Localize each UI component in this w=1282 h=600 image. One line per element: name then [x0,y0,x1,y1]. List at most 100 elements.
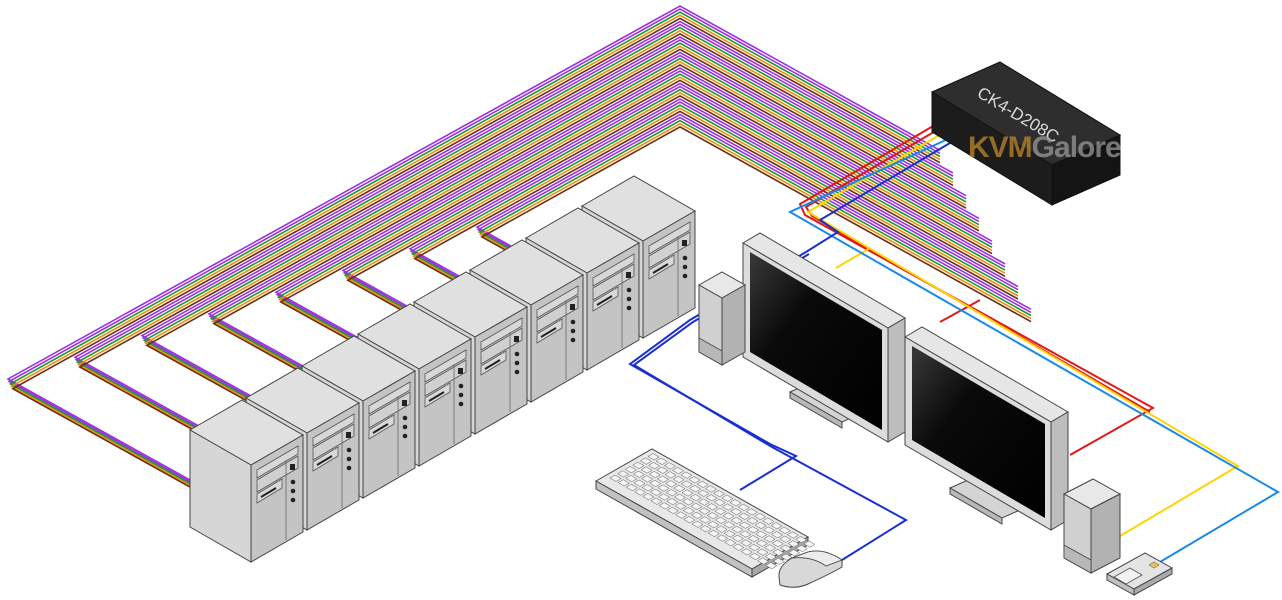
front-button [682,264,688,270]
key [795,536,808,544]
key [633,479,646,487]
power-led [682,240,687,246]
drive-bay [648,221,691,255]
key [721,503,734,511]
key [648,471,661,479]
key [691,520,704,528]
front-button [682,273,688,279]
key [764,553,777,561]
key [689,494,702,502]
key [778,526,791,534]
front-button [570,328,576,334]
mouse [778,550,843,588]
key [707,529,720,537]
key [780,553,793,561]
front-button [402,433,408,439]
key [682,507,695,515]
video-cable-2 [798,121,1156,456]
key [647,453,660,461]
power-led [402,400,407,406]
key [632,461,645,469]
key [765,562,778,570]
key [714,516,727,524]
computer-cable [75,26,954,457]
computer-cable [6,5,941,481]
computer-cable [210,60,980,403]
computer-cable [9,14,941,486]
key [625,475,638,483]
key [649,488,662,496]
front-button [514,369,520,375]
floppy-slot [596,295,613,306]
key [699,516,712,524]
computer-cable [212,63,980,405]
monitor-2 [904,326,1069,531]
computer-row [188,175,697,563]
drive-bay [592,263,635,301]
key [748,552,761,560]
key [723,521,736,529]
key [722,512,735,520]
kvm-switch[interactable]: CK4-D208C [930,61,1122,206]
power-led [626,272,631,278]
key [716,534,729,542]
key [690,511,703,519]
key [698,507,711,515]
computer-cable-bundle [6,5,1032,488]
drive-bay [480,317,523,351]
key [729,499,742,507]
key [617,470,630,478]
drive-bay [480,327,523,365]
key [738,512,751,520]
drive-bay [312,423,355,461]
key [683,516,696,524]
computer-cable [209,57,980,401]
front-button [402,424,408,430]
key [713,498,726,506]
front-button [458,383,464,389]
drive-bay [368,381,411,415]
front-button [682,255,688,261]
computer-cable [7,8,941,483]
key [705,494,718,502]
computer-cable [74,23,954,455]
front-button [402,415,408,421]
speaker-left [697,271,747,366]
drive-bay [536,285,579,319]
power-led [290,464,295,470]
key [658,502,671,510]
key [617,479,630,487]
key [730,517,743,525]
key [632,470,645,478]
key [757,557,770,565]
key [634,488,647,496]
key [656,475,669,483]
key [680,471,693,479]
key [772,557,785,565]
key [745,508,758,516]
drive-bay [592,253,635,287]
floppy-slot [540,327,557,338]
audio-cable [787,137,1280,563]
key [640,466,653,474]
key [772,548,785,556]
key [747,535,760,543]
key [714,507,727,515]
key [649,479,662,487]
key [706,512,719,520]
key [675,511,688,519]
key [730,508,743,516]
key [688,476,701,484]
key [721,494,734,502]
key [803,540,816,548]
key [704,485,717,493]
drive-bay [256,455,299,493]
floppy-slot [372,423,389,434]
key [665,480,678,488]
key [656,466,669,474]
floppy-slot [484,359,501,370]
floppy-slot [260,487,277,498]
key [672,475,685,483]
front-button [346,447,352,453]
computer-cable [275,70,993,372]
